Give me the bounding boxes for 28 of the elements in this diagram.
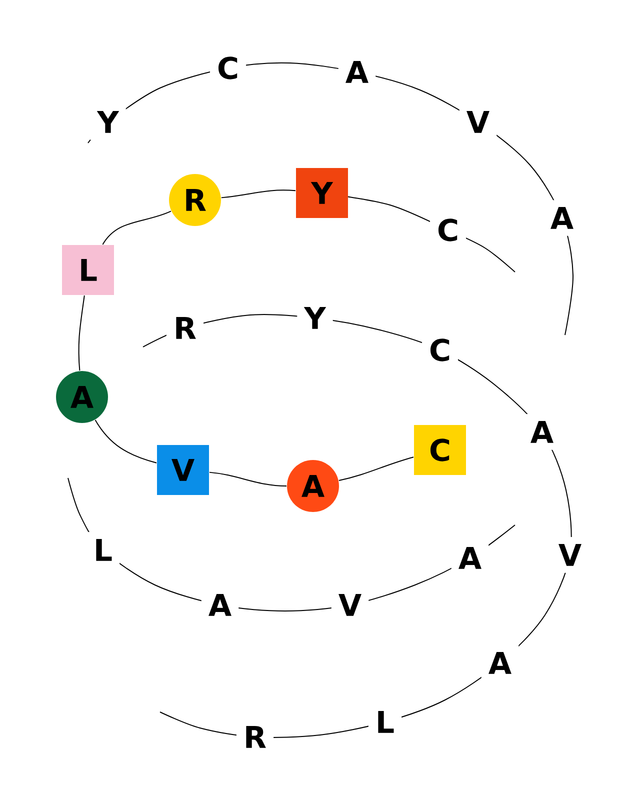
letter: Y	[297, 300, 333, 336]
spiral-line	[102, 210, 172, 245]
spiral-line	[220, 190, 296, 198]
letter: V	[331, 587, 369, 623]
letter: C	[430, 212, 466, 248]
letter-square: Y	[296, 168, 348, 218]
letter: Y	[90, 104, 126, 140]
letter: A	[481, 645, 519, 681]
letter: A	[523, 414, 561, 450]
letter-square: C	[414, 425, 466, 475]
letter: V	[459, 104, 497, 140]
spiral-line	[78, 295, 85, 372]
letter: R	[166, 310, 204, 346]
letter: A	[543, 200, 581, 236]
spiral-line	[338, 456, 414, 481]
letter: V	[551, 537, 589, 573]
letter: A	[201, 587, 239, 623]
letter-square: L	[62, 245, 114, 295]
letter: C	[422, 332, 458, 368]
letter: A	[338, 54, 376, 90]
spiral-line	[209, 472, 287, 486]
letter-square: V	[157, 445, 209, 495]
letter: L	[86, 532, 120, 568]
spiral-line	[94, 419, 157, 464]
letter: A	[451, 540, 489, 576]
letter: R	[236, 719, 274, 755]
letter: C	[210, 50, 246, 86]
letter: L	[368, 704, 402, 740]
